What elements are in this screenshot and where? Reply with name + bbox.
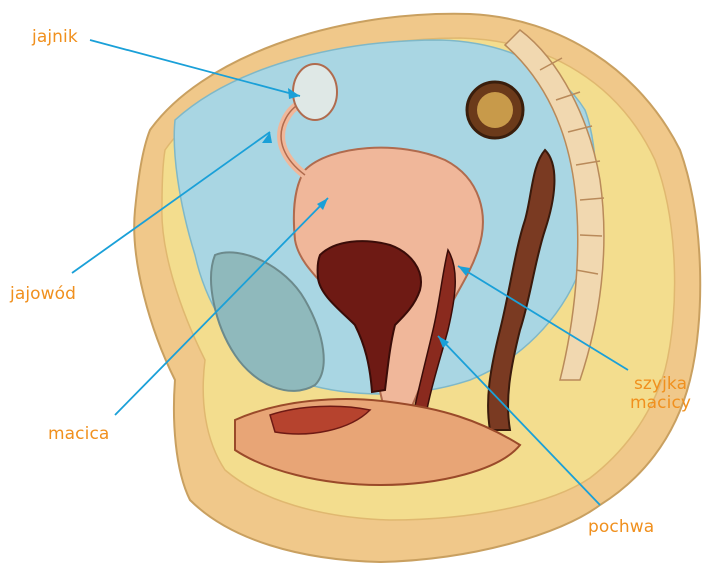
label-macica: macica [48,425,109,444]
label-jajnik: jajnik [32,28,78,47]
label-pochwa: pochwa [588,518,654,537]
label-jajowod: jajowód [10,285,76,304]
label-szyjka-line2: macicy [630,394,691,413]
ovary [293,64,337,120]
label-szyjka-line1: szyjka [630,375,691,394]
label-szyjka-macicy: szyjka macicy [630,375,691,413]
bowel-lumen [477,92,513,128]
